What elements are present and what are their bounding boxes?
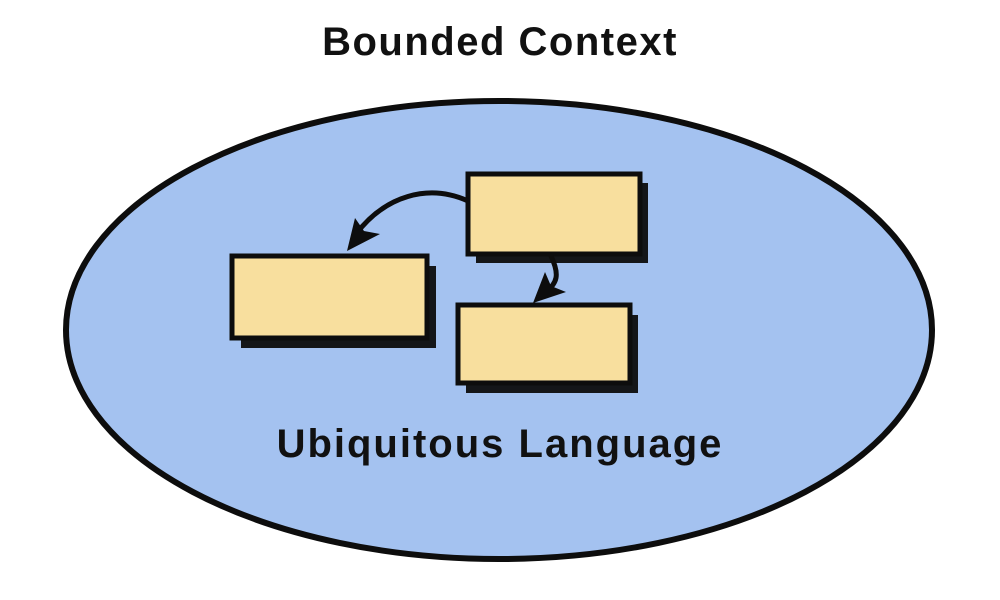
arrow-top-box-to-left-box bbox=[347, 190, 471, 251]
arrow-top-to-left-head bbox=[347, 218, 380, 251]
ubiquitous-language-label: Ubiquitous Language bbox=[276, 422, 724, 466]
arrow-top-to-left-line bbox=[353, 190, 471, 237]
diagram-title: Bounded Context bbox=[322, 20, 678, 64]
arrow-top-box-to-bottom-box bbox=[533, 253, 566, 303]
top-model-box-rect bbox=[465, 171, 643, 257]
bottom-model-box bbox=[455, 302, 638, 393]
top-model-box bbox=[465, 171, 648, 263]
left-model-box bbox=[229, 253, 436, 348]
bottom-model-box-rect bbox=[455, 302, 633, 386]
left-model-box-rect bbox=[229, 253, 430, 341]
arrow-top-to-bottom-head bbox=[533, 272, 566, 303]
